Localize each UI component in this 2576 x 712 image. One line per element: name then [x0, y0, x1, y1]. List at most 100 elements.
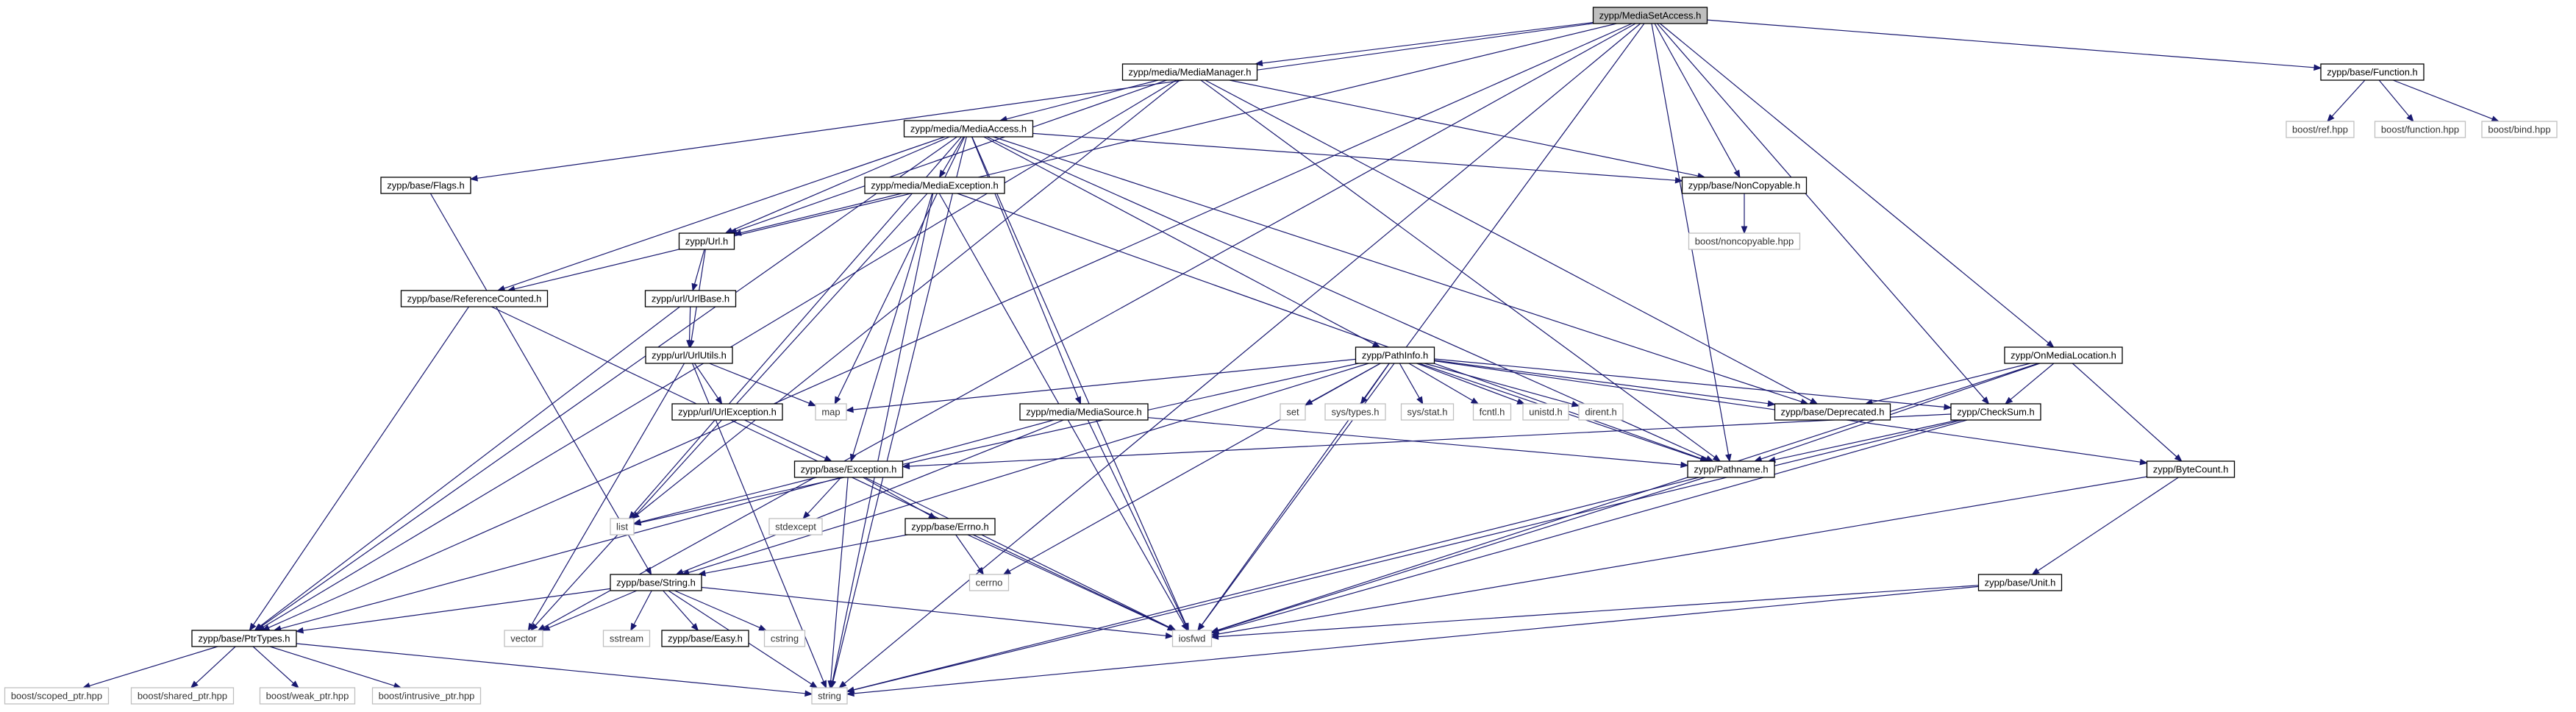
node-zypp-base-exception-h[interactable]: zypp/base/Exception.h: [793, 460, 904, 478]
node-zypp-onmedialocation-h[interactable]: zypp/OnMediaLocation.h: [2004, 346, 2123, 364]
node-fcntl-h: fcntl.h: [1472, 403, 1512, 421]
edge-arrowhead: [845, 406, 854, 413]
edge-bytecount-to-unit: [2031, 477, 2179, 575]
edge-arrowhead: [834, 396, 841, 405]
node-vector: vector: [504, 630, 543, 647]
edge-line: [693, 249, 705, 285]
node-zypp-url-urlbase-h[interactable]: zypp/url/UrlBase.h: [644, 290, 737, 307]
edge-string-to-cstring: [674, 590, 767, 631]
edge-arrowhead: [2406, 113, 2414, 123]
edge-arrowhead: [469, 174, 478, 182]
edge-arrowhead: [1712, 454, 1722, 462]
node-box: [1472, 403, 1512, 421]
edge-line: [852, 358, 1356, 410]
node-label: zypp/Pathname.h: [1694, 464, 1768, 475]
node-label: zypp/base/String.h: [616, 577, 696, 588]
node-zypp-base-unit-h[interactable]: zypp/base/Unit.h: [1977, 574, 2063, 591]
node-zypp-base-errno-h[interactable]: zypp/base/Errno.h: [905, 518, 996, 535]
edge-unit-to-iosfwd: [1210, 585, 1979, 640]
node-box: [2146, 460, 2236, 478]
node-label: zypp/Url.h: [685, 236, 729, 247]
node-zypp-media-mediasource-h[interactable]: zypp/media/MediaSource.h: [1019, 403, 1149, 421]
node-zypp-base-flags-h[interactable]: zypp/base/Flags.h: [380, 177, 471, 194]
node-zypp-checksum-h[interactable]: zypp/CheckSum.h: [1950, 403, 2041, 421]
node-cstring: cstring: [763, 630, 806, 647]
node-zypp-url-urlexception-h[interactable]: zypp/url/UrlException.h: [671, 403, 783, 421]
node-label: zypp/media/MediaManager.h: [1129, 67, 1252, 78]
node-zypp-media-mediaaccess-h[interactable]: zypp/media/MediaAccess.h: [903, 120, 1034, 138]
node-box: [2286, 121, 2355, 138]
node-zypp-base-easy-h[interactable]: zypp/base/Easy.h: [661, 630, 749, 647]
edge-arrowhead: [249, 622, 257, 632]
edge-mediaexception-to-url: [733, 193, 902, 236]
edge-arrowhead: [2491, 115, 2500, 122]
edge-arrowhead: [2005, 396, 2013, 405]
node-box: [1171, 630, 1213, 647]
edge-line: [1707, 19, 2315, 68]
node-zypp-media-mediaexception-h[interactable]: zypp/media/MediaException.h: [864, 177, 1005, 194]
edge-line: [688, 306, 691, 341]
edge-pathinfo-to-fcntl: [1408, 363, 1480, 405]
node-label: set: [1286, 407, 1299, 418]
node-box: [380, 177, 471, 194]
edge-line: [682, 419, 1064, 573]
node-zypp-base-referencecounted-h[interactable]: zypp/base/ReferenceCounted.h: [400, 290, 549, 307]
edge-arrowhead: [838, 680, 847, 688]
edge-line: [663, 590, 694, 626]
edge-mediasetaccess-to-flags: [469, 23, 1594, 182]
edge-pathinfo-to-string: [681, 363, 1369, 576]
node-label: fcntl.h: [1480, 407, 1505, 418]
edge-line: [543, 23, 1636, 628]
edge-string-to-easy: [663, 590, 699, 632]
edge-checksum-to-pathname: [1767, 419, 1959, 463]
edge-string-to-vector: [541, 590, 638, 631]
edge-url-to-urlbase: [691, 249, 705, 292]
edge-line: [1660, 23, 2049, 343]
node-box: [2481, 121, 2558, 138]
node-box: [671, 403, 783, 421]
edge-string-to-iosfwd: [701, 586, 1174, 639]
node-zypp-media-mediamanager-h[interactable]: zypp/media/MediaManager.h: [1121, 63, 1258, 81]
edge-flags-to-string: [429, 193, 652, 576]
edge-mediaaccess-to-list: [628, 136, 962, 520]
node-zypp-base-string-h[interactable]: zypp/base/String.h: [610, 574, 702, 591]
edge-pathinfo-to-map: [845, 358, 1356, 413]
node-label: stdexcept: [775, 521, 816, 533]
node-zypp-base-deprecated-h[interactable]: zypp/base/Deprecated.h: [1774, 403, 1891, 421]
edge-line: [1416, 363, 1519, 402]
node-label: zypp/url/UrlUtils.h: [652, 350, 727, 361]
node-box: [1950, 403, 2041, 421]
edge-line: [674, 590, 760, 628]
node-sstream: sstream: [602, 630, 651, 647]
node-label: zypp/base/ReferenceCounted.h: [407, 293, 542, 305]
edge-line: [549, 590, 638, 629]
edge-arrowhead: [802, 511, 810, 519]
node-box: [4, 687, 110, 705]
edge-line: [853, 585, 1979, 694]
edge-line: [993, 136, 1802, 402]
edge-mediasource-to-string: [675, 419, 1064, 575]
node-dirent-h: dirent.h: [1578, 403, 1624, 421]
node-zypp-url-h[interactable]: zypp/Url.h: [678, 232, 735, 250]
node-zypp-base-ptrtypes-h[interactable]: zypp/base/PtrTypes.h: [191, 630, 297, 647]
node-zypp-base-noncopyable-h[interactable]: zypp/base/NonCopyable.h: [1681, 177, 1808, 194]
edge-arrowhead: [804, 690, 813, 697]
edge-urlbase-to-urlutils: [686, 306, 693, 349]
edge-line: [1205, 79, 1812, 402]
edge-line: [853, 419, 1963, 691]
edge-errno-to-cerrno: [955, 534, 985, 576]
node-box: [1774, 403, 1891, 421]
node-zypp-bytecount-h[interactable]: zypp/ByteCount.h: [2146, 460, 2236, 478]
node-zypp-pathname-h[interactable]: zypp/Pathname.h: [1687, 460, 1775, 478]
node-label: zypp/base/Errno.h: [911, 521, 989, 533]
node-zypp-url-urlutils-h[interactable]: zypp/url/UrlUtils.h: [645, 346, 733, 364]
edge-arrowhead: [541, 624, 551, 631]
edge-pathinfo-to-sys-stat: [1399, 363, 1424, 405]
node-box: [259, 687, 356, 705]
edge-arrowhead: [2031, 568, 2040, 575]
edge-mediaaccess-to-url: [724, 136, 950, 234]
edge-arrowhead: [809, 681, 818, 688]
edge-mediaaccess-to-ptrtypes: [254, 136, 957, 631]
node-zypp-base-function-h[interactable]: zypp/base/Function.h: [2320, 63, 2425, 81]
node-zypp-pathinfo-h[interactable]: zypp/PathInfo.h: [1355, 346, 1435, 364]
